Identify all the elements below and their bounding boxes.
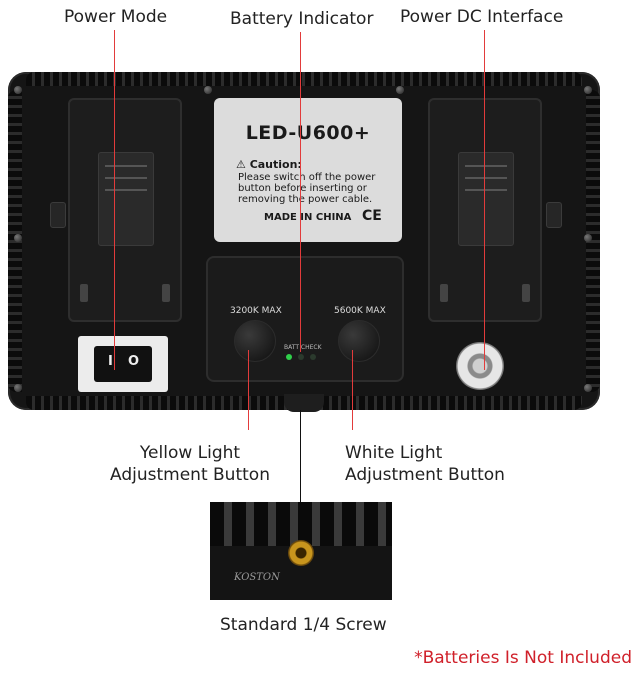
screw-icon (14, 234, 22, 242)
power-rocker[interactable]: I O (94, 346, 152, 382)
yellow-light-line1: Yellow Light (139, 443, 241, 463)
battery-contact-plate (98, 152, 154, 246)
led-panel-back: LED-U600+ ⚠ Caution: Please switch off t… (8, 72, 600, 412)
battery-latch[interactable] (546, 202, 562, 228)
battery-contact-plate (458, 152, 514, 246)
battery-pin (440, 284, 448, 302)
screw-callout: Standard 1/4 Screw (220, 615, 387, 635)
screw-icon (584, 234, 592, 242)
inset-watermark: KOSTON (234, 572, 280, 583)
screw-icon (14, 86, 22, 94)
white-light-callout: White Light Adjustment Button (345, 442, 505, 486)
model-name: LED-U600+ (245, 122, 371, 144)
made-in-label: MADE IN CHINA (264, 212, 352, 223)
yellow-light-line2: Adjustment Button (110, 465, 270, 485)
dc-input-port[interactable] (456, 342, 504, 390)
power-dc-leader (484, 30, 485, 370)
product-label: LED-U600+ ⚠ Caution: Please switch off t… (214, 98, 402, 242)
battery-led (310, 354, 316, 360)
battery-latch[interactable] (50, 202, 66, 228)
screw-icon (14, 384, 22, 392)
control-plate: 3200K MAX 5600K MAX BATT CHECK (206, 256, 404, 382)
screw-icon (396, 86, 404, 94)
screw-icon (204, 86, 212, 94)
white-light-knob[interactable] (338, 320, 380, 362)
power-mode-callout: Power Mode (64, 7, 168, 27)
battery-bay-right[interactable] (428, 98, 542, 322)
inset-fins (210, 502, 392, 546)
yellow-light-knob[interactable] (234, 320, 276, 362)
yellow-light-leader (248, 350, 249, 430)
white-knob-label: 5600K MAX (334, 306, 386, 316)
white-light-line1: White Light (345, 443, 443, 463)
screw-inset-photo: KOSTON (210, 502, 392, 600)
screw-icon (584, 384, 592, 392)
batt-check-label: BATT CHECK (284, 344, 322, 351)
battery-pin (80, 284, 88, 302)
yellow-light-callout: Yellow Light Adjustment Button (110, 442, 270, 486)
batteries-footnote: *Batteries Is Not Included (414, 648, 632, 668)
power-switch[interactable]: I O (78, 336, 168, 392)
caution-title: ⚠ Caution: (236, 158, 302, 171)
battery-pin (162, 284, 170, 302)
white-light-line2: Adjustment Button (345, 465, 505, 485)
screw-icon (584, 86, 592, 94)
white-light-leader (352, 350, 353, 430)
caution-text: Please switch off the power button befor… (238, 172, 376, 205)
battery-indicator-leader (300, 32, 301, 352)
switch-off-mark: O (128, 354, 140, 369)
switch-on-mark: I (108, 354, 113, 369)
battery-indicator-callout: Battery Indicator (230, 9, 374, 29)
ce-mark: CE (362, 208, 382, 224)
battery-led (286, 354, 292, 360)
yellow-knob-label: 3200K MAX (230, 306, 282, 316)
power-dc-interface-callout: Power DC Interface (400, 7, 564, 27)
heatsink-fins-top (26, 72, 582, 86)
battery-pin (522, 284, 530, 302)
battery-bay-left[interactable] (68, 98, 182, 322)
power-mode-leader (114, 30, 115, 370)
screw-leader (300, 410, 301, 506)
battery-led (298, 354, 304, 360)
mount-foot (284, 394, 324, 412)
heatsink-fins-right (586, 90, 600, 392)
quarter-inch-screw-icon (288, 540, 314, 566)
